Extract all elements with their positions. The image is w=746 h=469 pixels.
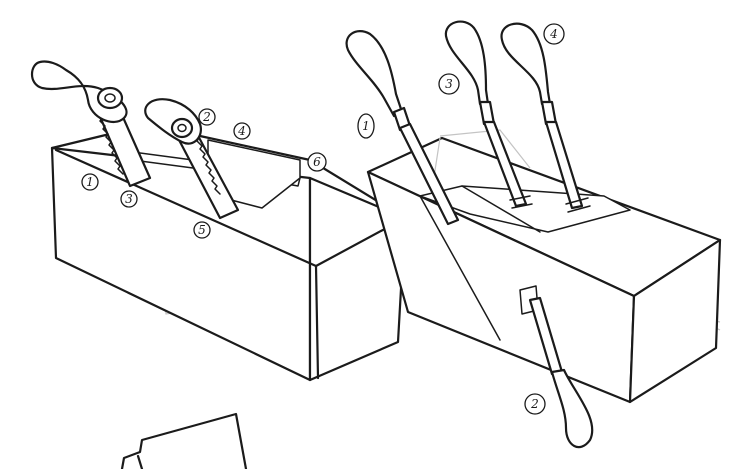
left-callout-5: 5 [193, 221, 211, 239]
callout-number: 2 [202, 110, 211, 124]
left-saw-1 [30, 60, 152, 188]
left-callout-4: 4 [233, 122, 251, 140]
saw-handle [144, 98, 202, 145]
left-saw-2 [144, 98, 240, 220]
chisel-ferrule [478, 100, 496, 126]
chisel-handle [550, 368, 594, 449]
right-chisel-1 [345, 30, 460, 226]
left-saw-box: 1 3 2 4 6 5 [30, 60, 407, 382]
callout-number: 6 [313, 155, 321, 169]
saw-handle-rivet [104, 93, 116, 103]
saw-handle-grip-hole [170, 117, 194, 139]
callout-number: 3 [125, 192, 133, 206]
callout-number: 4 [237, 124, 246, 138]
callout-number: 1 [362, 119, 370, 133]
partial-box-sketch [120, 412, 248, 469]
saw-teeth [195, 131, 221, 195]
callout-number: 1 [86, 175, 94, 189]
right-hidden-top [439, 129, 531, 169]
left-box-end-face [308, 176, 407, 382]
callout-ring [543, 23, 565, 45]
left-callout-3: 3 [120, 190, 138, 208]
partial-box-edge [136, 454, 144, 469]
callout-ring [233, 122, 251, 140]
saw-teeth [97, 111, 124, 175]
chisel-handle [345, 30, 404, 118]
chisel-ferrule [540, 100, 558, 126]
partial-box-outline [120, 412, 248, 469]
saw-handle-rivet [177, 123, 187, 133]
callout-ring [307, 152, 327, 172]
callout-ring [198, 108, 216, 126]
callout-ring [81, 173, 99, 191]
callout-number: 4 [549, 27, 558, 41]
right-callout-1: 1 [357, 113, 375, 139]
left-callout-6: 6 [307, 152, 327, 172]
left-callout-2: 2 [198, 108, 216, 126]
right-chisel-2 [519, 285, 594, 449]
callout-ring [438, 73, 460, 95]
right-chisel-3 [444, 20, 533, 209]
saw-handle-grip-hole [96, 86, 124, 110]
callout-ring [120, 190, 138, 208]
chisel-handle [444, 20, 490, 106]
chisel-blade [544, 120, 584, 210]
right-chisel-box: 1 3 4 2 [345, 20, 722, 449]
callout-number: 2 [530, 397, 539, 411]
right-callout-3: 3 [438, 73, 460, 95]
chisel-bolster [565, 197, 591, 213]
right-callout-2: 2 [524, 393, 546, 415]
right-slot-edges [419, 185, 541, 341]
callout-ring [357, 113, 375, 139]
right-chisel-4 [500, 22, 591, 213]
right-box-end-face [628, 238, 722, 404]
callout-ring [193, 221, 211, 239]
chisel-handle [500, 22, 552, 106]
right-callout-4: 4 [543, 23, 565, 45]
chisel-bolster [509, 195, 533, 209]
left-box-vertical-edge [314, 264, 320, 380]
callout-number: 5 [198, 223, 206, 237]
chisel-blade [482, 120, 528, 208]
left-callout-1: 1 [81, 173, 99, 191]
chisel-blade [398, 122, 460, 226]
callout-ring [524, 393, 546, 415]
callout-number: 3 [445, 77, 453, 91]
